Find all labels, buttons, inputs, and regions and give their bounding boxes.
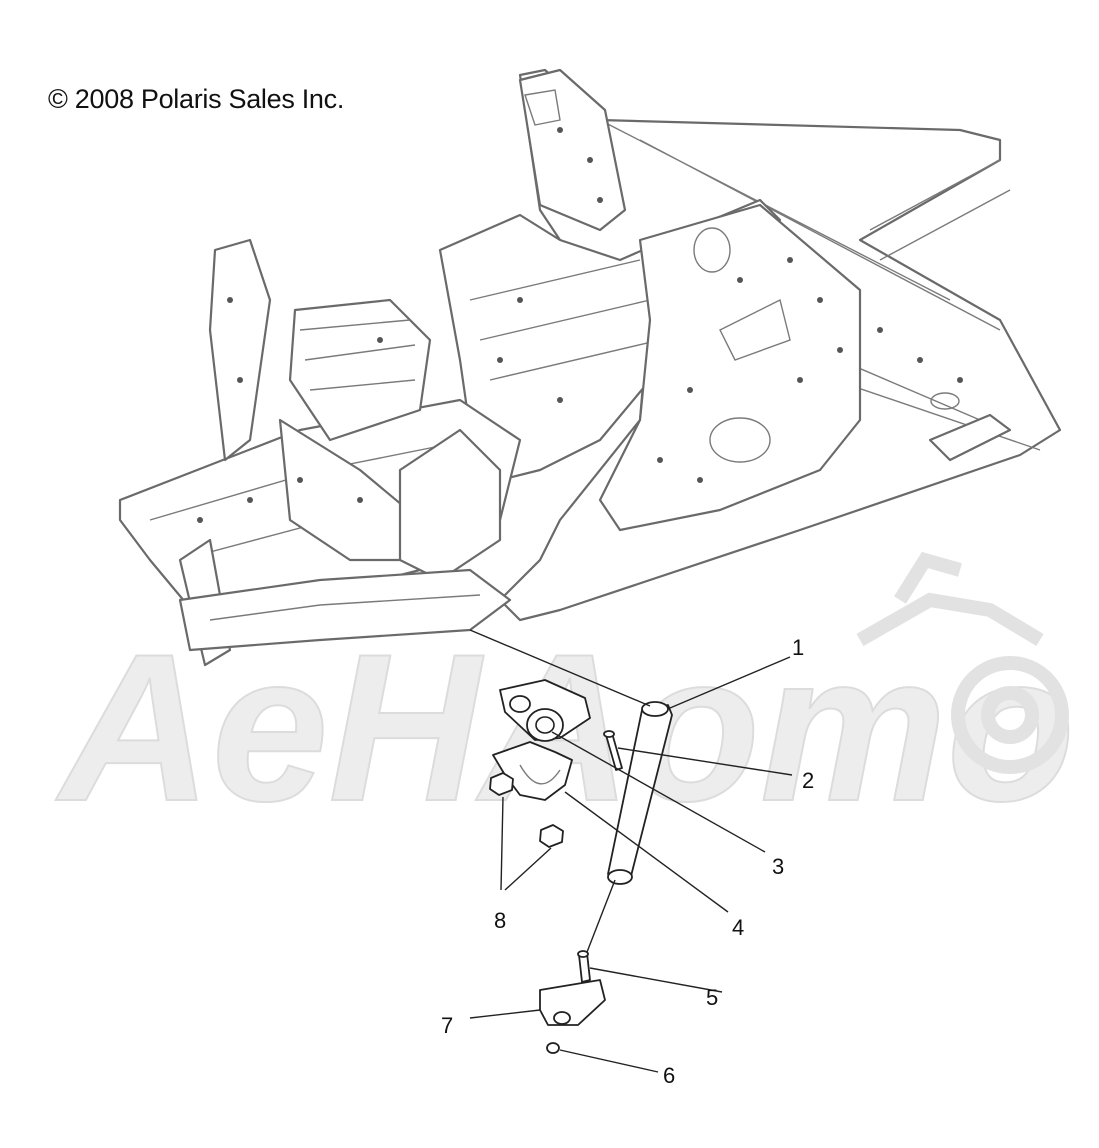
copyright-notice: © 2008 Polaris Sales Inc.: [48, 84, 345, 114]
part-8-nuts: [489, 772, 564, 891]
callout-4: 4: [732, 915, 744, 940]
callout-1: 1: [792, 635, 804, 660]
callout-8: 8: [494, 908, 506, 933]
callout-2: 2: [802, 768, 814, 793]
callout-3: 3: [772, 854, 784, 879]
part-5-pin: [577, 950, 591, 983]
callout-6: 6: [663, 1063, 675, 1088]
callout-labels: 1 2 3 4 5 6 7 8: [441, 635, 814, 1088]
callout-7: 7: [441, 1013, 453, 1038]
watermark-motorcycle-icon: [856, 551, 1069, 774]
part-6-nut: [546, 1042, 560, 1054]
part-2-pin: [603, 730, 623, 771]
callout-5: 5: [706, 985, 718, 1010]
part-7-lower-bracket: [539, 979, 606, 1026]
chassis-frame: [118, 68, 1062, 667]
callout-leaders: [469, 656, 793, 1073]
